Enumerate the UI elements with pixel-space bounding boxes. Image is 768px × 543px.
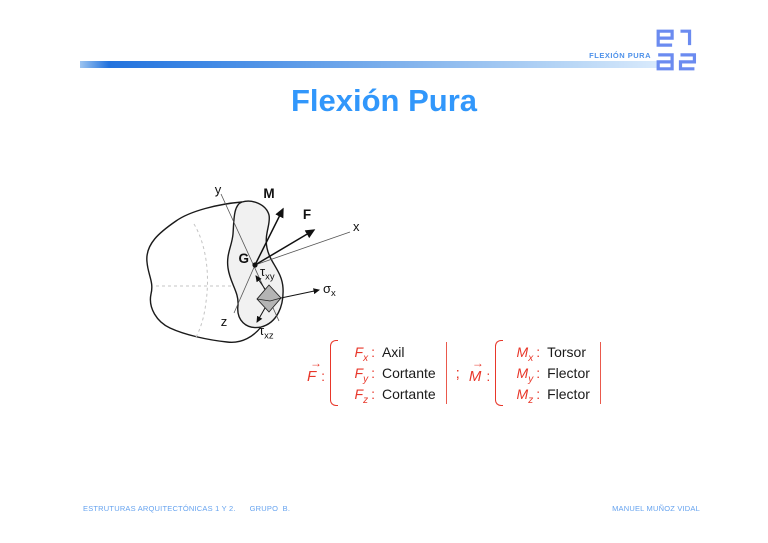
component-meaning: Flector: [547, 364, 590, 381]
slide-header-label: FLEXIÓN PURA: [589, 51, 651, 60]
equations-block: → F : Fx : Axil Fy : Cortante Fz : Corta…: [307, 340, 601, 406]
hidden-edge-dashed-curve: [193, 223, 208, 340]
left-bracket-m: [495, 340, 504, 406]
component-symbol: Fx: [354, 343, 369, 364]
component-symbol: Mz: [516, 385, 534, 406]
component-symbol: Fz: [354, 385, 369, 406]
equation-row: Fy : Cortante: [340, 363, 436, 385]
sigma-x-label: σx: [323, 281, 336, 299]
footer-group: GRUPO B.: [249, 504, 291, 513]
axis-z-line: [233, 264, 256, 314]
right-delimiter-m: [599, 342, 601, 404]
vector-arrow-glyph: →: [310, 355, 322, 370]
tau-xz-label: τxz: [259, 323, 274, 342]
component-symbol: Fy: [354, 364, 369, 385]
tau-xz-arrow: [256, 307, 266, 323]
equation-row: My : Flector: [505, 363, 590, 385]
logo-glyph-2: [678, 53, 697, 71]
moment-vector-symbol: → M: [468, 355, 484, 385]
equation-row: Fx : Axil: [340, 342, 436, 364]
component-meaning: Axil: [381, 343, 405, 360]
centroid-dot: [252, 262, 258, 268]
e1a2-logo-icon: [656, 29, 697, 71]
equation-row: Mx : Torsor: [505, 342, 590, 364]
moment-vector-colon: :: [486, 368, 491, 384]
force-vector-arrow: [254, 229, 316, 266]
left-bracket-f: [330, 340, 339, 406]
centroid-label: G: [238, 251, 249, 266]
stress-element: [256, 284, 282, 313]
equation-row: Mz : Flector: [505, 384, 590, 406]
tau-xy-arrow: [255, 275, 266, 290]
component-meaning: Cortante: [381, 385, 436, 402]
slide-title: Flexión Pura: [290, 83, 478, 118]
component-meaning: Flector: [547, 385, 590, 402]
footer-course: ESTRUTURAS ARQUITECTÓNICAS 1 Y 2.: [83, 504, 236, 513]
axis-y-label: y: [215, 182, 222, 197]
tau-xy-label: τxy: [260, 264, 275, 283]
axis-z-label: z: [221, 314, 228, 329]
stress-element-crease: [256, 297, 282, 302]
footer-course-block: ESTRUTURAS ARQUITECTÓNICAS 1 Y 2. GRUPO …: [83, 504, 290, 513]
component-meaning: Cortante: [381, 364, 436, 381]
force-vector-colon: :: [321, 368, 326, 384]
force-components-list: Fx : Axil Fy : Cortante Fz : Cortante: [340, 342, 436, 406]
cross-section-diagram: y x z M F G τxy σx τxz: [146, 182, 360, 343]
moment-vector-arrow: [254, 207, 284, 266]
logo-glyph-a: [656, 53, 674, 71]
logo-glyph-1: [680, 29, 692, 46]
sigma-x-arrow: [280, 288, 320, 299]
component-symbol: Mx: [516, 343, 534, 364]
logo-glyph-e: [656, 29, 674, 47]
systems-separator: ;: [455, 364, 460, 382]
header-divider-bar: [80, 61, 658, 68]
right-delimiter-f: [445, 342, 447, 404]
moment-label: M: [263, 186, 274, 201]
force-label: F: [303, 207, 311, 222]
vector-arrow-glyph: →: [471, 355, 484, 370]
component-meaning: Torsor: [547, 343, 587, 360]
axis-x-line: [254, 231, 351, 266]
footer-author: MANUEL MUÑOZ VIDAL: [612, 504, 700, 513]
force-vector-symbol: → F: [307, 355, 322, 385]
equation-row: Fz : Cortante: [340, 384, 436, 406]
axis-x-label: x: [353, 219, 360, 234]
component-symbol: My: [516, 364, 534, 385]
moment-components-list: Mx : Torsor My : Flector Mz : Flector: [505, 342, 590, 406]
